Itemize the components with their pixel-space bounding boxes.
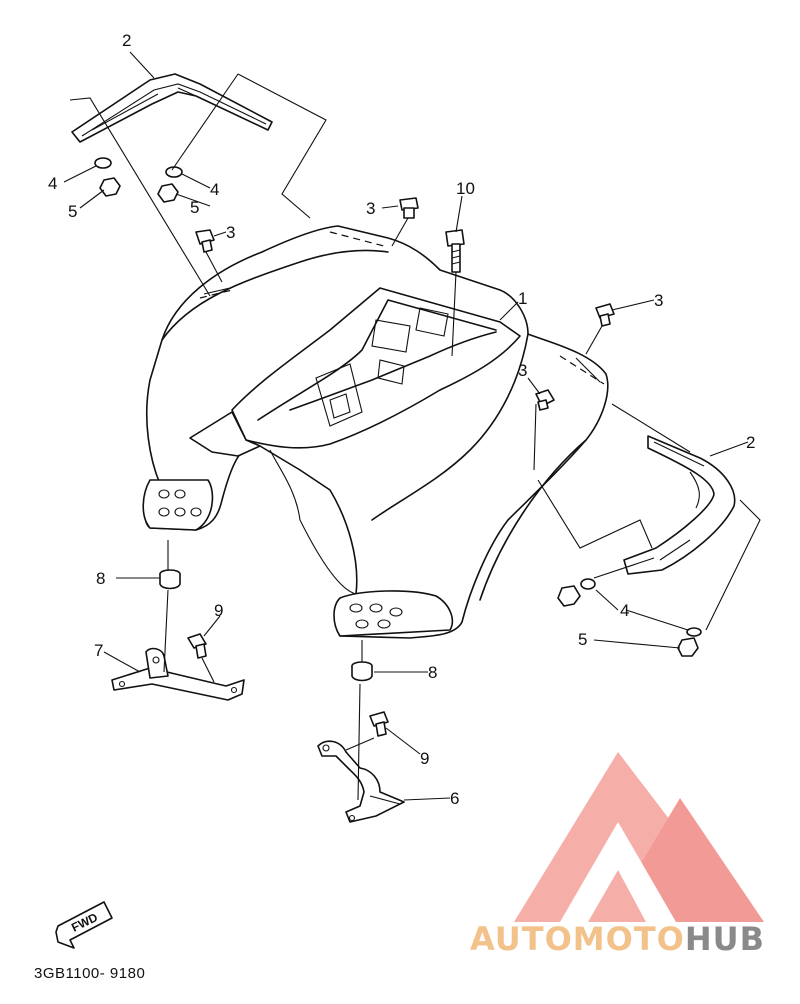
dampers [159,569,373,682]
callout-6: 6 [450,789,459,808]
fwd-arrow-icon: FWD [55,901,113,949]
callout-5-right: 5 [578,630,587,649]
nut-5-right-lower [557,585,581,607]
callout-5-left: 5 [68,202,77,221]
callout-7: 7 [94,641,103,660]
callout-8-right: 8 [428,663,437,682]
nut-5-far-right [677,637,699,657]
bracket-6 [317,711,405,823]
callout-4-right: 4 [620,601,629,620]
watermark-logo [514,752,764,922]
watermark-text: AUTOMOTOHUB [470,920,765,958]
washer-4-mid [165,166,183,178]
callout-4-mid: 4 [210,180,219,199]
screw-3-top [399,197,419,219]
callout-3-top: 3 [366,199,375,218]
callout-4-left: 4 [48,174,57,193]
bracket-7 [111,633,245,701]
guard-strip-right [623,435,736,575]
nut-5-left [99,177,121,197]
callout-3-left: 3 [226,223,235,242]
nut-5-mid [157,183,179,203]
bolt-10 [445,229,465,273]
callout-10: 10 [456,179,475,198]
fasteners [94,157,702,657]
callout-8-left: 8 [96,569,105,588]
callout-9-right: 9 [420,749,429,768]
part-code: 3GB1100- 9180 [34,965,145,982]
callout-3-right-top: 3 [654,291,663,310]
leader-lines [63,51,761,801]
guard-strip-left [71,73,273,143]
callout-3-right-mid: 3 [518,361,527,380]
brand-part2: HUB [685,920,765,958]
callout-5-mid: 5 [190,198,199,217]
callouts: 2 4 5 4 5 3 3 10 1 3 3 2 8 9 7 4 5 8 9 6 [48,31,755,808]
damper-8-right [351,661,373,682]
callout-2-right: 2 [746,433,755,452]
washer-4-far-right [686,627,702,637]
rear-fender [142,225,609,639]
washer-4-left [94,157,112,169]
svg-text:AUTOMOTOHUB: AUTOMOTOHUB [470,920,765,958]
damper-8-left [159,569,181,590]
callout-1: 1 [518,289,527,308]
screw-3-right-top [595,303,615,327]
callout-9-left: 9 [214,601,223,620]
washer-4-right-lower [580,578,596,590]
screw-3-left [195,229,215,253]
screw-3-right-mid [535,389,555,411]
callout-2-top: 2 [122,31,131,50]
brand-part1: AUTOMOTO [470,920,685,958]
